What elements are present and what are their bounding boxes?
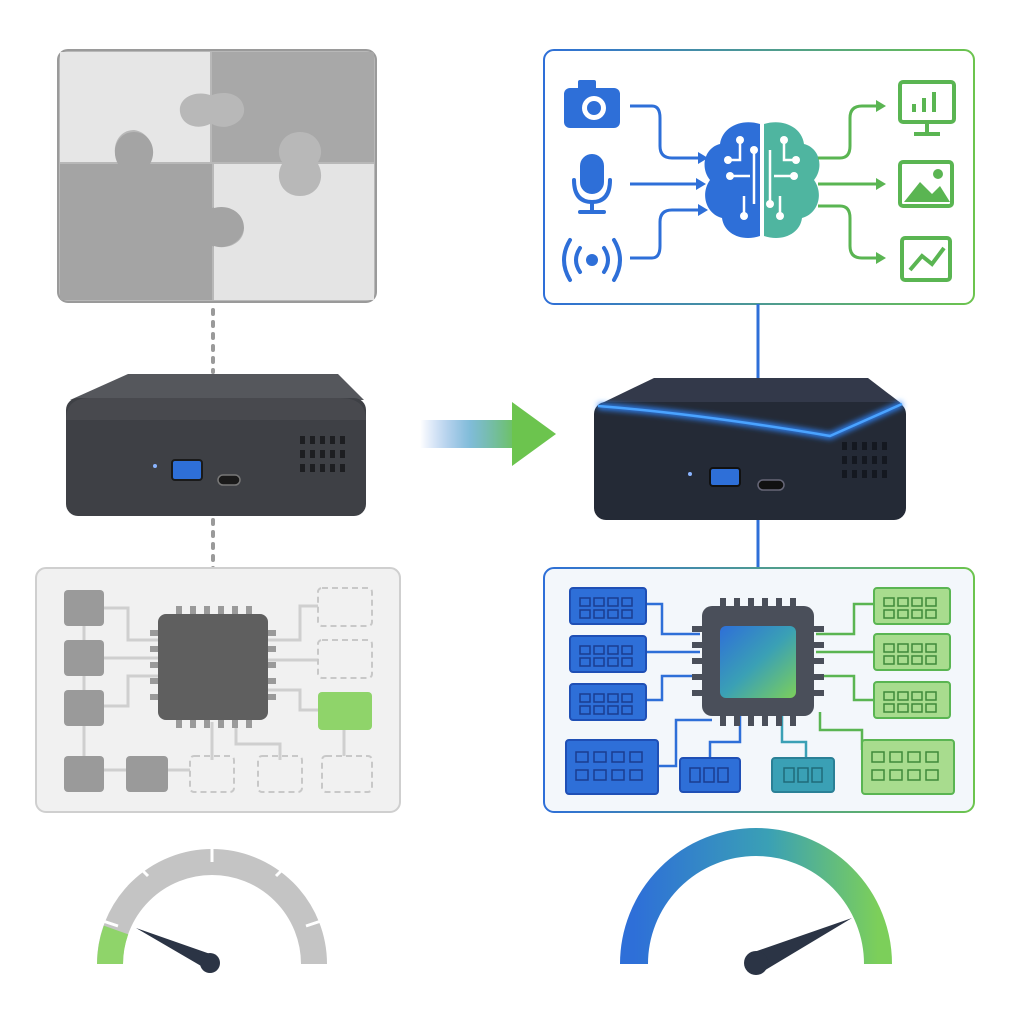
empty-slot <box>321 755 373 793</box>
puzzle-panel <box>57 49 377 303</box>
mini-pc-device-right <box>594 378 906 520</box>
empty-slot <box>317 639 373 679</box>
module <box>64 690 104 726</box>
monitor-chart-icon <box>898 80 956 136</box>
vent-grille <box>842 442 887 478</box>
small-module <box>771 757 835 793</box>
camera-icon <box>564 80 620 128</box>
module <box>64 590 104 626</box>
performance-gauge-left <box>93 836 331 973</box>
module <box>64 640 104 676</box>
vent-grille <box>300 436 345 472</box>
usb-a-port <box>171 459 203 481</box>
ai-processing-panel <box>543 49 975 305</box>
mini-pc-device-left <box>66 374 366 516</box>
module <box>126 756 168 792</box>
performance-gauge-right <box>620 828 892 975</box>
puzzle-piece-top-left <box>60 52 210 162</box>
arrow-right-icon <box>420 402 556 466</box>
memory-module-green <box>861 587 955 795</box>
puzzle-piece-bottom-left <box>60 132 245 300</box>
module <box>64 756 104 792</box>
usb-c-port <box>217 474 241 486</box>
wireless-signal-icon <box>562 238 622 282</box>
brain-circuit-icon <box>704 122 820 238</box>
puzzle-piece-bottom-right <box>214 164 374 300</box>
gauge-needle <box>136 928 216 970</box>
processor-die <box>720 626 796 698</box>
usb-c-port <box>757 479 785 491</box>
microphone-icon <box>572 154 612 214</box>
circuit-board-left <box>35 567 401 813</box>
empty-slot <box>189 755 235 793</box>
line-chart-icon <box>900 236 952 282</box>
circuit-board-right <box>543 567 975 813</box>
small-module <box>679 757 741 793</box>
puzzle-piece-top-right <box>212 52 374 162</box>
green-module <box>318 692 372 730</box>
gauge-needle <box>754 918 852 972</box>
processor-chip <box>158 614 268 720</box>
image-icon <box>898 160 954 208</box>
memory-module-blue <box>565 587 659 795</box>
usb-a-port <box>709 467 741 487</box>
empty-slot <box>257 755 303 793</box>
empty-slot <box>317 587 373 627</box>
